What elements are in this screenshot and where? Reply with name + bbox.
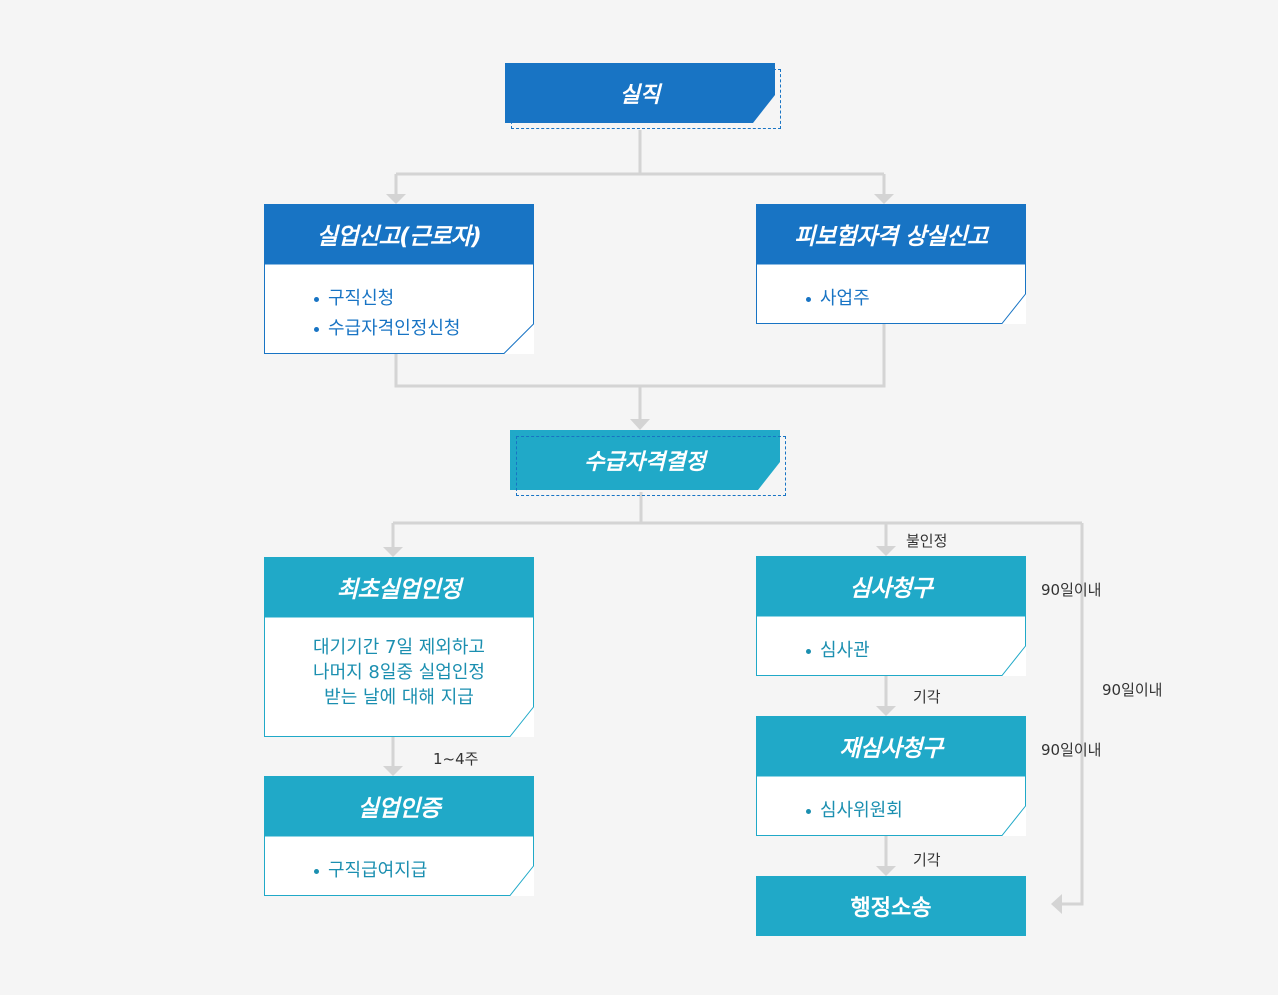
connector (394, 130, 886, 196)
card-border (264, 264, 534, 354)
node-title: 실업인증 (264, 776, 534, 836)
node-admin-litigation-label: 행정소송 (850, 896, 932, 921)
node-admin-litigation: 행정소송 (756, 876, 1026, 936)
node-insurance-loss-report: 피보험자격 상실신고 사업주 (756, 204, 1026, 324)
node-body: 사업주 (756, 264, 1026, 324)
description-line: 받는 날에 대해 지급 (324, 687, 474, 708)
edge-label-rejected: 불인정 (906, 532, 948, 550)
node-body: 심사관 (756, 616, 1026, 676)
node-description: 대기기간 7일 제외하고 나머지 8일중 실업인정 받는 날에 대해 지급 (264, 635, 534, 710)
node-initial-recognition: 최초실업인정 대기기간 7일 제외하고 나머지 8일중 실업인정 받는 날에 대… (264, 557, 534, 737)
card-border (756, 776, 1026, 836)
card-border (756, 616, 1026, 676)
arrowhead (876, 706, 896, 716)
node-job-loss-outline (511, 69, 781, 129)
arrowhead (876, 546, 896, 556)
edge-label-dismissed: 기각 (913, 688, 941, 706)
list-item: 구직신청 (314, 284, 460, 314)
node-title: 실업신고(근로자) (264, 204, 534, 264)
arrowhead (630, 419, 650, 430)
arrowhead (383, 547, 403, 557)
edge-label-within-90: 90일이내 (1041, 581, 1102, 599)
card-border (756, 264, 1026, 324)
list-item: 수급자격인정신청 (314, 314, 460, 344)
arrowhead (386, 194, 406, 204)
item-list: 심사관 (806, 636, 870, 666)
description-line: 나머지 8일중 실업인정 (313, 662, 485, 683)
arrowhead (876, 866, 896, 876)
card-border (264, 617, 534, 737)
node-body: 구직급여지급 (264, 836, 534, 896)
edge-label-within-90: 90일이내 (1102, 681, 1163, 699)
node-body: 구직신청 수급자격인정신청 (264, 264, 534, 354)
edge-label-within-90: 90일이내 (1041, 741, 1102, 759)
connector (394, 323, 886, 420)
node-title: 최초실업인정 (264, 557, 534, 617)
list-item: 심사위원회 (806, 796, 903, 826)
item-list: 구직신청 수급자격인정신청 (314, 284, 460, 344)
node-re-review-request: 재심사청구 심사위원회 (756, 716, 1026, 836)
description-line: 대기기간 7일 제외하고 (313, 637, 485, 658)
item-list: 구직급여지급 (314, 856, 427, 886)
node-eligibility-decision-outline (516, 436, 786, 496)
card-border (264, 836, 534, 896)
list-item: 심사관 (806, 636, 870, 666)
arrowhead (383, 766, 403, 776)
list-item: 구직급여지급 (314, 856, 427, 886)
node-unemployment-cert: 실업인증 구직급여지급 (264, 776, 534, 896)
node-job-loss: 실직 (505, 63, 775, 123)
node-job-loss-label: 실직 (619, 83, 661, 108)
node-body: 대기기간 7일 제외하고 나머지 8일중 실업인정 받는 날에 대해 지급 (264, 617, 534, 737)
node-title: 심사청구 (756, 556, 1026, 616)
arrowhead (874, 194, 894, 204)
node-eligibility-decision: 수급자격결정 (510, 430, 780, 490)
node-title: 피보험자격 상실신고 (756, 204, 1026, 264)
list-item: 사업주 (806, 284, 870, 314)
item-list: 사업주 (806, 284, 870, 314)
node-eligibility-decision-label: 수급자격결정 (584, 450, 706, 475)
node-unemployment-report: 실업신고(근로자) 구직신청 수급자격인정신청 (264, 204, 534, 354)
item-list: 심사위원회 (806, 796, 903, 826)
node-body: 심사위원회 (756, 776, 1026, 836)
connector (391, 492, 1084, 906)
arrowhead (1051, 894, 1062, 914)
node-title: 재심사청구 (756, 716, 1026, 776)
edge-label-weeks: 1~4주 (433, 750, 479, 768)
node-review-request: 심사청구 심사관 (756, 556, 1026, 676)
edge-label-dismissed: 기각 (913, 851, 941, 869)
